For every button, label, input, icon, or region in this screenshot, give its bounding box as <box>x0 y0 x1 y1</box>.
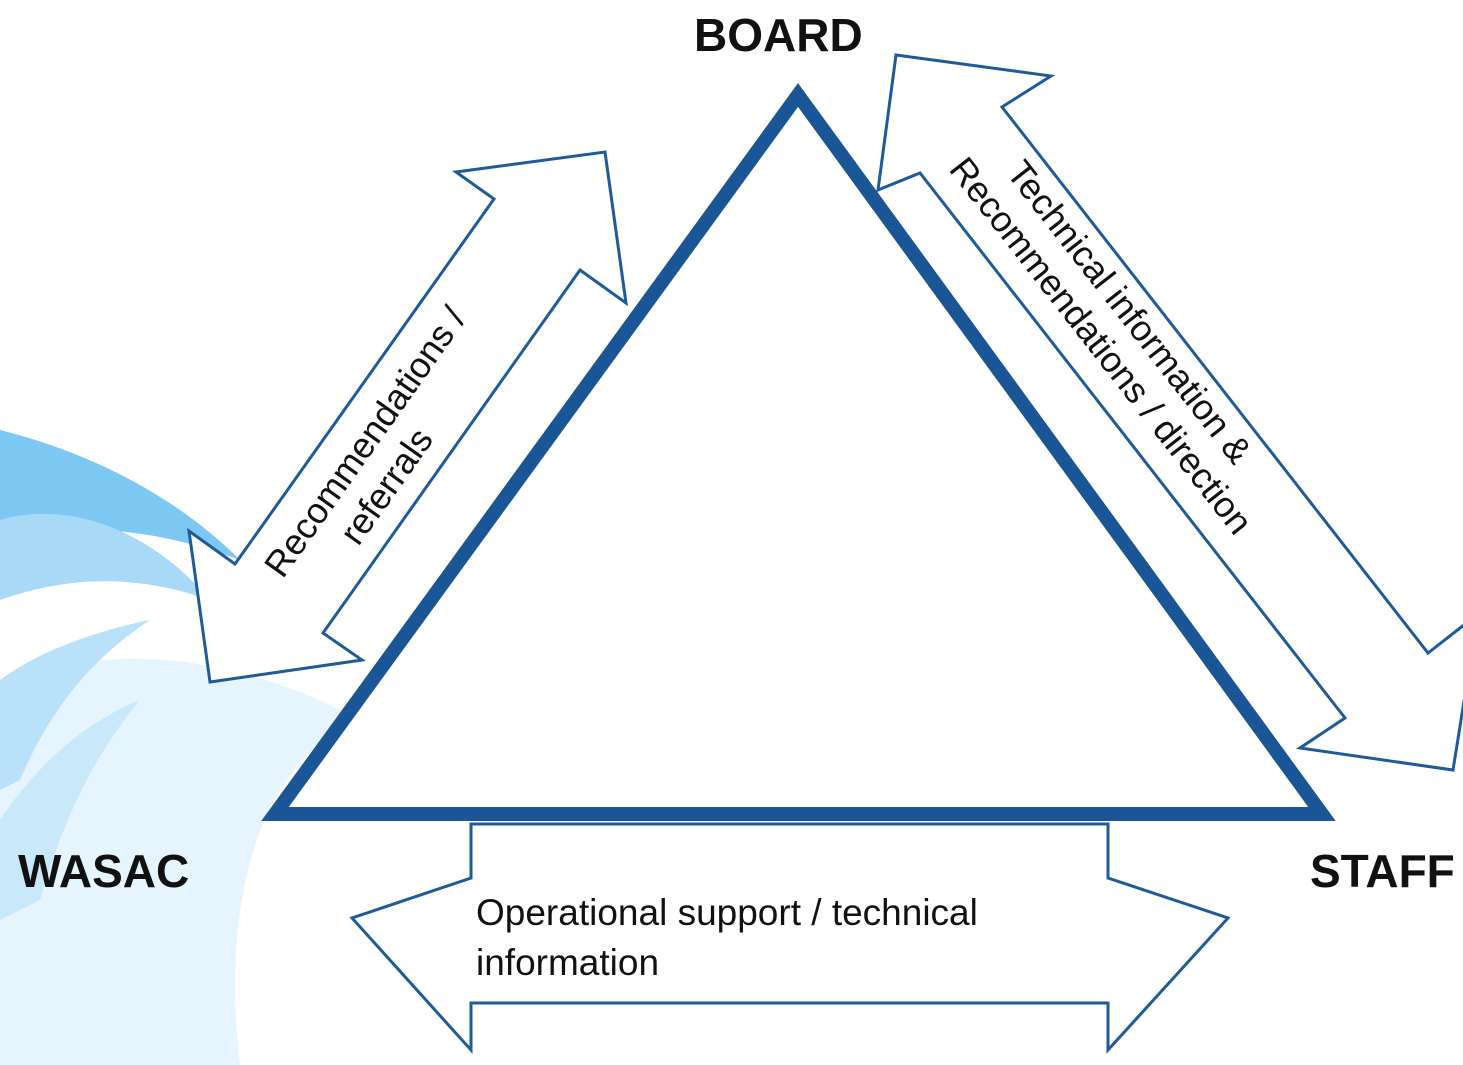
bottom-arrow-label-line2: information <box>476 941 660 983</box>
bottom-arrow-label: Operational support / technical informat… <box>476 888 978 988</box>
swoosh-band-2 <box>0 513 210 600</box>
relationship-triangle <box>261 83 1336 821</box>
background-swoosh-graphic <box>0 430 360 1065</box>
swoosh-band-4 <box>0 700 140 920</box>
node-label-staff: STAFF <box>1310 845 1455 897</box>
bottom-double-arrow <box>349 822 1231 1054</box>
bottom-arrow-label-line1: Operational support / technical <box>476 892 978 933</box>
swoosh-band-3 <box>0 620 150 790</box>
node-label-wasac: WASAC <box>18 845 190 897</box>
left-double-arrow <box>187 150 628 684</box>
node-label-board: BOARD <box>694 9 863 61</box>
right-double-arrow <box>876 53 1463 772</box>
